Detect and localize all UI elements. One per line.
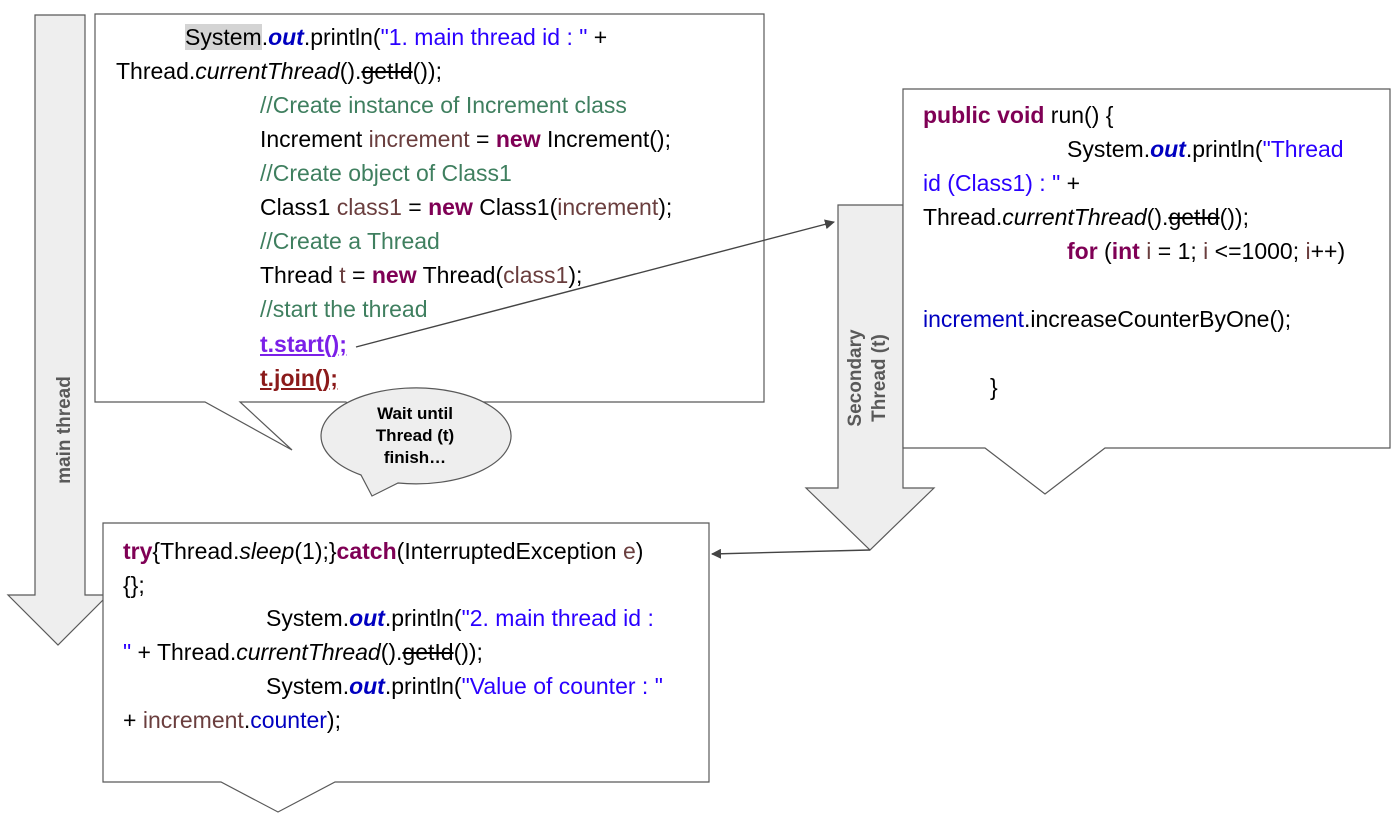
join-call-link[interactable]: t.join(); xyxy=(260,365,338,391)
code-comment: //Create a Thread xyxy=(260,228,440,254)
code-line: System.out.println("2. main thread id : xyxy=(266,605,654,631)
code-line: public void run() { xyxy=(923,102,1114,128)
code-line: Increment increment = new Increment(); xyxy=(260,126,671,152)
bottom-code-block-shape xyxy=(102,522,710,813)
start-call-link[interactable]: t.start(); xyxy=(260,331,347,357)
code-comment: //start the thread xyxy=(260,296,428,322)
join-call-line: t.join(); xyxy=(260,361,338,395)
code-line: Thread.currentThread().getId()); xyxy=(923,204,1249,230)
start-to-run-connector xyxy=(355,219,835,348)
wait-callout-bubble xyxy=(320,387,512,497)
code-line: + increment.counter); xyxy=(123,707,341,733)
code-line: Thread t = new Thread(class1); xyxy=(260,262,583,288)
code-line: id (Class1) : " + xyxy=(923,170,1081,196)
code-line: increment.increaseCounterByOne(); xyxy=(923,306,1292,332)
code-line: Class1 class1 = new Class1(increment); xyxy=(260,194,673,220)
code-line: for (int i = 1; i <=1000; i++) xyxy=(1067,238,1346,264)
wait-callout-text: Wait until Thread (t) finish… xyxy=(375,404,455,467)
code-line: {}; xyxy=(123,572,145,598)
code-comment: //Create object of Class1 xyxy=(260,160,512,186)
code-line: System.out.println("Value of counter : " xyxy=(266,673,663,699)
code-line: " + Thread.currentThread().getId()); xyxy=(123,639,483,665)
code-line: System.out.println("Thread xyxy=(1067,136,1344,162)
main-code-block-shape xyxy=(94,13,765,453)
code-line: } xyxy=(990,374,998,400)
code-line: Thread.currentThread().getId()); xyxy=(116,58,442,84)
code-line: try{Thread.sleep(1);}catch(InterruptedEx… xyxy=(123,538,644,564)
thread-to-bottom-connector xyxy=(711,548,871,559)
run-code-block-shape xyxy=(902,88,1391,495)
code-comment: //Create instance of Increment class xyxy=(260,92,627,118)
secondary-thread-label: Secondary Thread (t) xyxy=(845,329,890,427)
main-thread-arrow xyxy=(6,14,110,646)
code-line: System.out.println("1. main thread id : … xyxy=(185,24,608,50)
start-call-line: t.start(); xyxy=(260,327,347,361)
main-thread-label: main thread xyxy=(54,376,75,484)
